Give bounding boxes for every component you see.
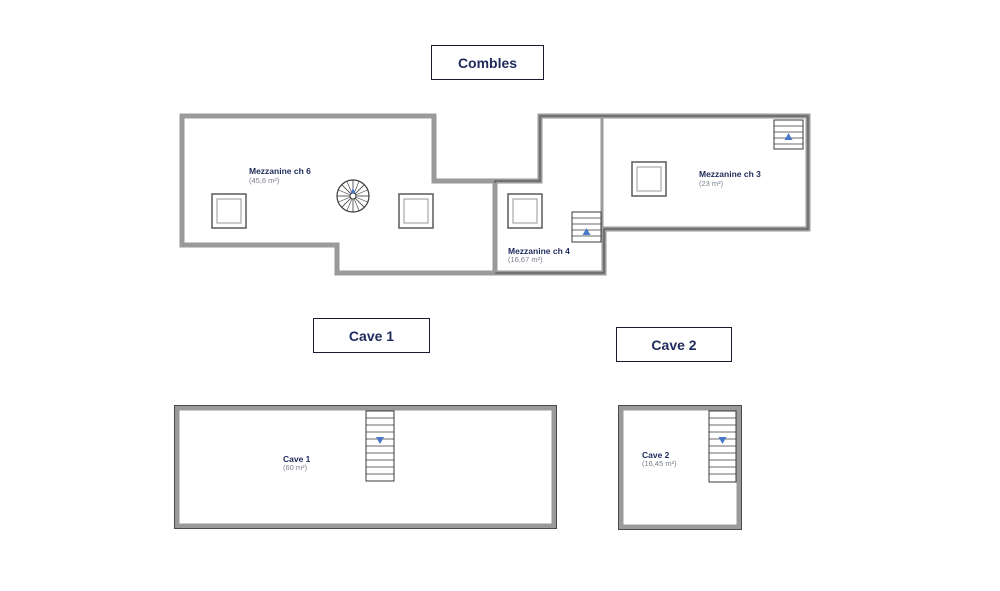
cave2-plan: Cave 2 (16,45 m²) bbox=[618, 405, 742, 530]
room-area-mezzanine-ch6: (45,6 m²) bbox=[249, 176, 280, 185]
section-title-combles: Combles bbox=[431, 45, 544, 80]
skylight bbox=[211, 193, 247, 229]
room-area-mezzanine-ch3: (23 m²) bbox=[699, 179, 724, 188]
attic-wall-right-outline bbox=[494, 115, 809, 274]
staircase-icon bbox=[773, 119, 804, 150]
section-title-cave2: Cave 2 bbox=[616, 327, 732, 362]
room-name-mezzanine-ch6: Mezzanine ch 6 bbox=[249, 166, 311, 176]
section-title-cave1-text: Cave 1 bbox=[348, 327, 395, 344]
section-title-cave1: Cave 1 bbox=[313, 318, 430, 353]
skylight bbox=[631, 161, 667, 197]
room-name-cave1: Cave 1 bbox=[283, 454, 311, 464]
section-title-combles-text: Combles bbox=[457, 54, 518, 71]
staircase-icon bbox=[708, 410, 737, 483]
skylight bbox=[507, 193, 543, 229]
cave1-plan: Cave 1 (60 m²) bbox=[174, 405, 557, 529]
room-name-cave2: Cave 2 bbox=[642, 450, 670, 460]
room-name-mezzanine-ch4: Mezzanine ch 4 bbox=[508, 246, 570, 256]
staircase-icon bbox=[365, 410, 395, 482]
staircase-icon bbox=[571, 211, 602, 243]
room-area-mezzanine-ch4: (16,67 m²) bbox=[508, 255, 543, 264]
attic-plan: Mezzanine ch 6 (45,6 m²) Mezzanine ch 4 … bbox=[179, 113, 811, 276]
section-title-cave2-text: Cave 2 bbox=[651, 336, 697, 353]
room-area-cave2: (16,45 m²) bbox=[642, 459, 677, 468]
skylight bbox=[398, 193, 434, 229]
room-area-cave1: (60 m²) bbox=[283, 463, 308, 472]
room-name-mezzanine-ch3: Mezzanine ch 3 bbox=[699, 169, 761, 179]
spiral-staircase-icon bbox=[336, 179, 370, 213]
